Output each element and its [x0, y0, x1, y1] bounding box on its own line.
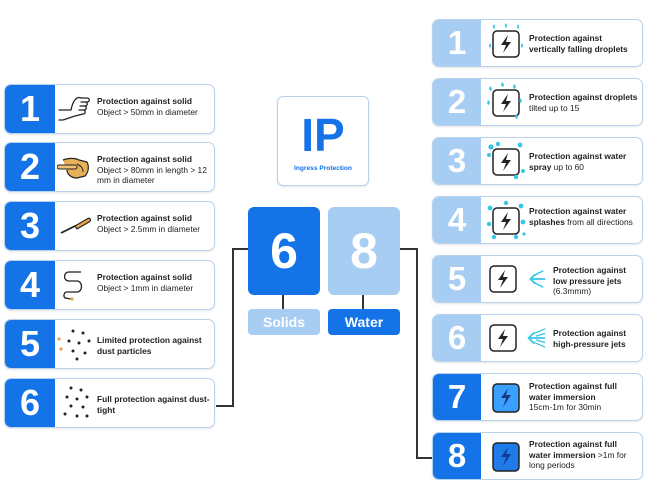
ip-logo-title: IP — [301, 109, 345, 161]
deep-immersion-icon — [492, 442, 520, 472]
water-item-number: 2 — [433, 79, 481, 125]
water-item-text: Protection against vertically falling dr… — [529, 33, 628, 54]
connector-left-top — [232, 248, 248, 250]
water-item-number: 5 — [433, 256, 481, 302]
water-spray-icon — [487, 141, 525, 180]
water-item-1: 1 Protection against vertically falling … — [432, 19, 643, 67]
connector-solids-stem — [282, 295, 284, 309]
water-item-7: 7 Protection against full water immersio… — [432, 373, 643, 421]
water-item-text: Protection against water splashes from a… — [529, 206, 633, 227]
screwdriver-icon — [60, 217, 92, 234]
connector-right-vertical — [416, 248, 418, 459]
water-label: Water — [344, 314, 384, 330]
wire-icon — [63, 271, 83, 301]
water-item-number: 4 — [433, 197, 481, 243]
water-digit: 8 — [350, 223, 378, 279]
water-item-text: Protection against full water immersion … — [529, 381, 617, 412]
connector-left-vertical — [232, 248, 234, 407]
connector-left-bottom — [216, 405, 234, 407]
water-label-box: Water — [328, 309, 400, 335]
solids-item-text: Full protection against dust-tight — [97, 394, 210, 415]
falling-droplets-icon — [489, 23, 523, 58]
water-item-6: 6 Protection against high-pressure jets — [432, 314, 643, 362]
ip-logo: IP Ingress Protection — [277, 96, 369, 186]
solids-item-text: Limited protection against dust particle… — [97, 335, 202, 356]
water-item-number: 3 — [433, 138, 481, 184]
water-item-number: 7 — [433, 374, 481, 420]
water-item-number: 8 — [433, 433, 481, 479]
solids-label: Solids — [262, 314, 305, 330]
solids-item-6: 6 Full protection against dust-tight — [4, 378, 215, 428]
water-item-text: Protection against water spray up to 60 — [529, 151, 627, 172]
solids-digit-box: 6 — [248, 207, 320, 295]
solids-item-number: 4 — [5, 261, 55, 309]
solids-item-5: 5 Limited protection against dust partic… — [4, 319, 215, 369]
water-digit-box: 8 — [328, 207, 400, 295]
solids-item-number: 5 — [5, 320, 55, 368]
finger-icon — [57, 157, 89, 179]
water-item-text: Protection against droplets tilted up to… — [529, 92, 638, 113]
solids-label-box: Solids — [248, 309, 320, 335]
immersion-icon — [492, 383, 520, 413]
water-item-5: 5 Protection against low pressure jets (… — [432, 255, 643, 303]
solids-item-number: 3 — [5, 202, 55, 250]
hand-icon — [58, 96, 90, 121]
water-item-3: 3 Protection against water spray up to 6… — [432, 137, 643, 185]
dust-particles-icon — [57, 329, 91, 361]
water-item-text: Protection against full water immersion … — [529, 439, 627, 470]
dust-tight-icon — [63, 386, 89, 418]
solids-digit: 6 — [270, 223, 298, 279]
water-item-number: 6 — [433, 315, 481, 361]
high-pressure-jet-icon — [489, 324, 517, 352]
water-item-8: 8 Protection against full water immersio… — [432, 432, 643, 480]
water-item-number: 1 — [433, 20, 481, 66]
connector-right-top — [400, 248, 418, 250]
ip-logo-subtitle: Ingress Protection — [294, 165, 352, 172]
tilted-droplets-icon — [487, 82, 522, 119]
connector-water-stem — [362, 295, 364, 309]
water-jet-arrows-icon — [527, 328, 546, 348]
low-pressure-jet-icon — [489, 265, 517, 293]
connector-right-bottom — [416, 457, 433, 459]
water-item-text: Protection against low pressure jets (6.… — [553, 265, 627, 296]
water-item-text: Protection against high-pressure jets — [553, 328, 627, 349]
water-jet-arrows-icon — [529, 270, 546, 288]
water-item-2: 2 Protection against droplets tilted up … — [432, 78, 643, 126]
water-item-4: 4 Protection against water splashes from… — [432, 196, 643, 244]
solids-item-number: 2 — [5, 143, 55, 191]
solids-item-number: 6 — [5, 379, 55, 427]
solids-item-number: 1 — [5, 85, 55, 133]
water-splash-icon — [486, 200, 526, 240]
